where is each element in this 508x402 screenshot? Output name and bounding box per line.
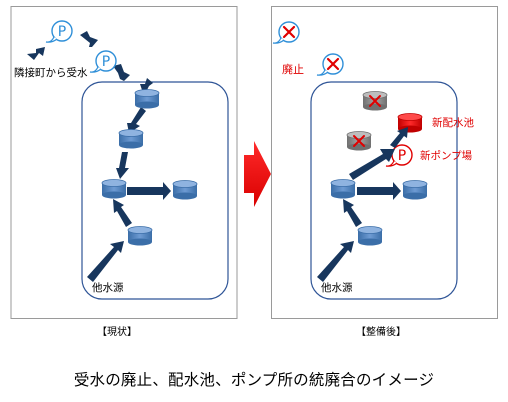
- pump-letter: P: [102, 54, 110, 70]
- left-flow-arrows: [27, 31, 171, 282]
- other-source-label: 他水源: [321, 281, 353, 294]
- pump-letter: P: [398, 148, 406, 164]
- flow-arrow: [113, 199, 132, 227]
- left-reservoirs: [101, 89, 198, 246]
- reservoir-icon: [118, 129, 144, 149]
- new-reservoir-label: 新配水池: [432, 116, 474, 129]
- left-service-area: [81, 81, 229, 300]
- pump-icon: P: [45, 20, 73, 43]
- abolished-pump: [272, 21, 300, 44]
- reservoir-icon: [172, 180, 198, 200]
- reservoir-icon: [134, 89, 160, 109]
- abolished-pump: [316, 53, 344, 76]
- abolish-label: 廃止: [282, 62, 304, 76]
- reservoir-icon: [402, 180, 428, 200]
- transition-arrow: [244, 141, 271, 207]
- cross-mark-icon: [272, 21, 300, 44]
- flow-arrow: [80, 31, 98, 47]
- left-panel-caption: 【現状】: [97, 325, 137, 338]
- flow-arrow: [113, 64, 130, 81]
- cross-mark-icon: [353, 135, 365, 147]
- flow-arrow: [127, 182, 171, 200]
- source-label: 隣接町から受水: [14, 66, 88, 79]
- pump-letter: P: [58, 24, 66, 40]
- cross-mark-icon: [369, 95, 381, 107]
- cross-mark-icon: [316, 53, 344, 76]
- flow-arrow: [27, 47, 45, 60]
- flow-arrow: [140, 78, 153, 90]
- left-pumps: P P: [45, 20, 117, 73]
- flow-arrow: [349, 149, 395, 180]
- reservoir-icon: [330, 179, 356, 199]
- new-pump-label: 新ポンプ場: [420, 149, 473, 162]
- abolished-reservoir: [362, 91, 388, 111]
- right-reservoirs: [330, 179, 428, 246]
- flow-arrow: [343, 199, 362, 227]
- abolished-reservoir: [346, 131, 372, 151]
- right-panel-caption: 【整備後】: [356, 325, 406, 338]
- flow-arrow: [390, 127, 408, 148]
- right-service-area: [310, 81, 458, 300]
- right-panel: [271, 6, 498, 319]
- reservoir-icon: [101, 179, 127, 199]
- flow-arrow: [357, 182, 401, 200]
- pump-icon: P: [89, 50, 117, 73]
- flow-arrow: [317, 241, 354, 282]
- reservoir-icon: [357, 226, 383, 246]
- flow-arrow: [116, 152, 129, 179]
- flow-arrow: [87, 241, 124, 282]
- flow-arrow: [127, 107, 146, 133]
- other-source-label: 他水源: [92, 281, 124, 294]
- reservoir-icon: [127, 226, 153, 246]
- figure-caption: 受水の廃止、配水池、ポンプ所の統廃合のイメージ: [73, 371, 435, 389]
- right-flow-arrows: [317, 127, 408, 282]
